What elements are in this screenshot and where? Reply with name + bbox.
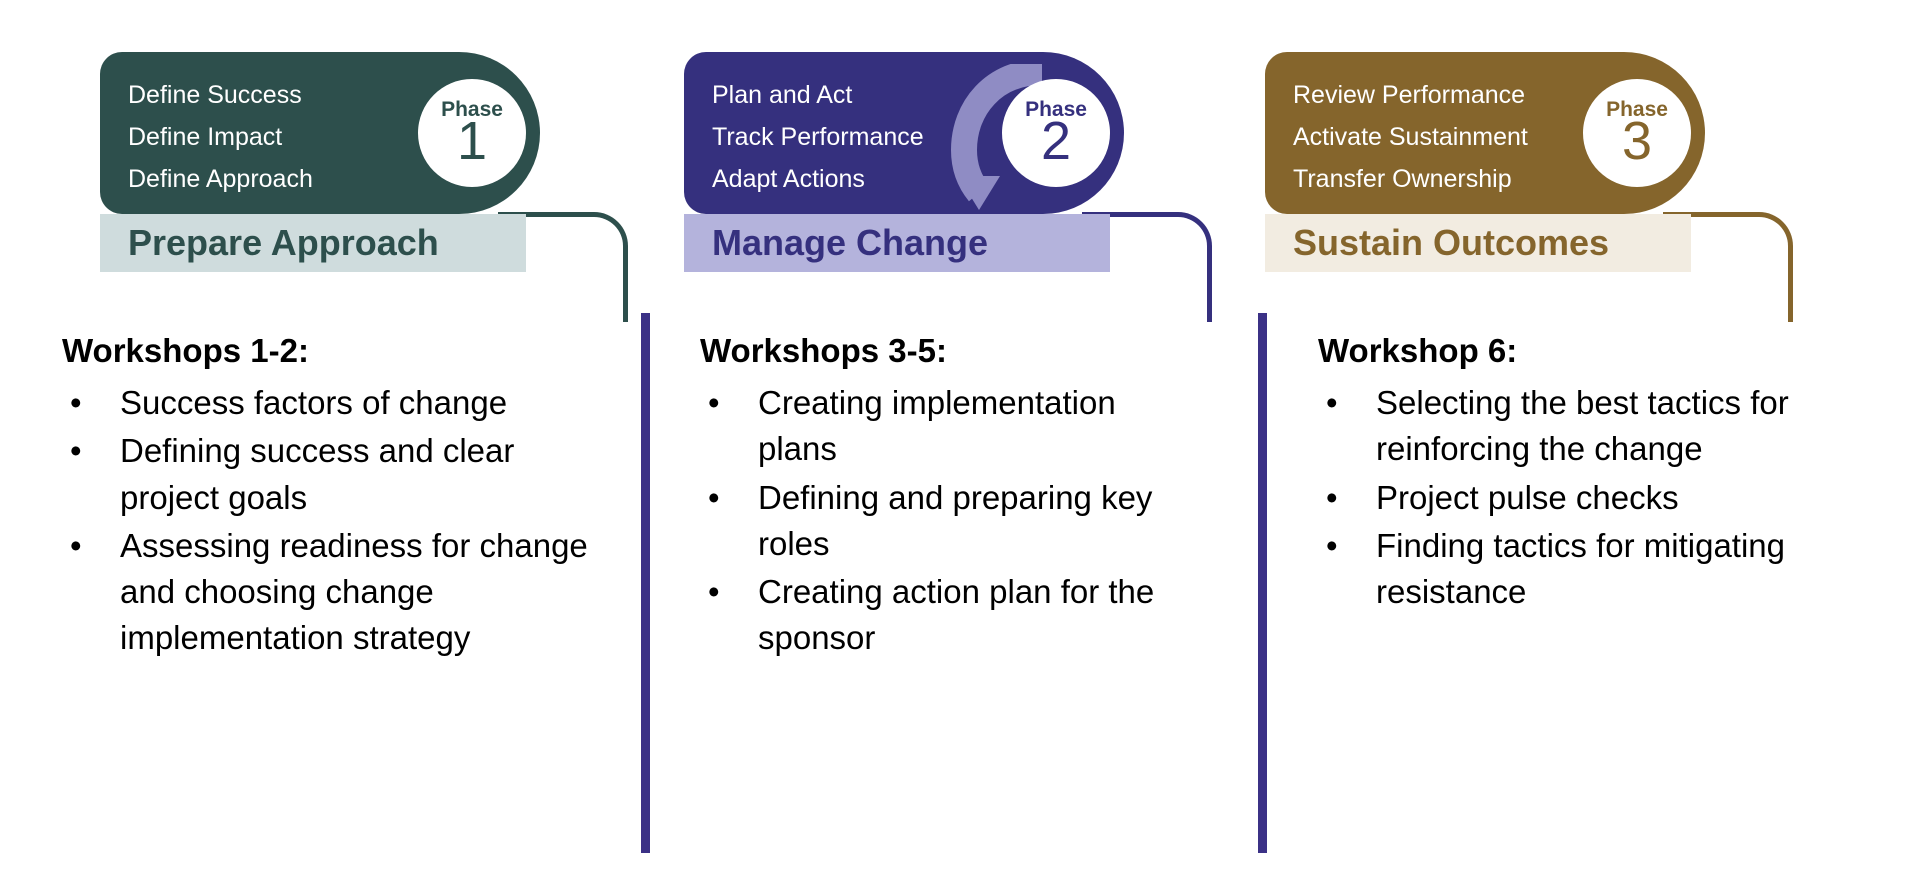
bullet-icon: • bbox=[70, 384, 82, 422]
phase-badge-label: Phase bbox=[441, 97, 503, 121]
workshop-bullet-list-2: • Creating implementation plans • Defining… bbox=[700, 380, 1170, 661]
workshop-bullet-list-1: • Success factors of change • Defining suc… bbox=[62, 380, 602, 661]
list-item: • Assessing readiness for change and choo… bbox=[62, 523, 602, 662]
phase-card-2[interactable]: Manage Change Plan and Act Track Perform… bbox=[684, 52, 1212, 322]
phase-connector-1 bbox=[498, 212, 628, 322]
bullet-icon: • bbox=[708, 384, 720, 422]
phase-title-1: Prepare Approach bbox=[128, 222, 439, 263]
list-item-text: Defining success and clear project goals bbox=[120, 432, 515, 516]
column-divider-2 bbox=[1258, 313, 1267, 853]
list-item: • Defining and preparing key roles bbox=[700, 475, 1170, 567]
phase-badge-3[interactable]: Phase 3 bbox=[1583, 79, 1691, 187]
list-item: • Finding tactics for mitigating resistan… bbox=[1318, 523, 1888, 615]
workshop-heading-3: Workshop 6: bbox=[1318, 332, 1518, 369]
phase-band-3: Sustain Outcomes bbox=[1265, 214, 1691, 272]
bullet-icon: • bbox=[708, 478, 720, 516]
phase-badge-number: 3 bbox=[1621, 110, 1653, 171]
list-item-text: Creating implementation plans bbox=[758, 384, 1116, 468]
column-divider-1 bbox=[641, 313, 650, 853]
phase-activity-item: Activate Sustainment bbox=[1293, 123, 1528, 151]
bullet-icon: • bbox=[70, 526, 82, 564]
phase-card-1[interactable]: Prepare Approach Define Success Define I… bbox=[100, 52, 628, 322]
list-item: • Project pulse checks bbox=[1318, 475, 1888, 521]
list-item-text: Creating action plan for the sponsor bbox=[758, 572, 1155, 657]
bullet-icon: • bbox=[1326, 384, 1338, 422]
workshop-column-1: Workshops 1-2: • Success factors of chang… bbox=[62, 330, 602, 663]
phase-header-row: Prepare Approach Define Success Define I… bbox=[0, 0, 1920, 322]
bullet-icon: • bbox=[1326, 478, 1338, 516]
workshop-heading-2: Workshops 3-5: bbox=[700, 332, 947, 369]
phase-activity-item: Plan and Act bbox=[712, 81, 853, 109]
phase-activity-item: Review Performance bbox=[1293, 81, 1526, 109]
list-item-text: Assessing readiness for change and choos… bbox=[120, 526, 588, 657]
workshop-column-3: Workshop 6: • Selecting the best tactics … bbox=[1318, 330, 1888, 617]
list-item-text: Project pulse checks bbox=[1376, 478, 1679, 516]
phase-badge-label: Phase bbox=[1606, 97, 1668, 121]
phase-connector-2 bbox=[1082, 212, 1212, 322]
phase-activity-item: Define Impact bbox=[128, 123, 283, 151]
list-item: • Creating implementation plans bbox=[700, 380, 1170, 472]
list-item: • Success factors of change bbox=[62, 380, 602, 426]
phase-activity-item: Adapt Actions bbox=[712, 165, 865, 193]
bullet-icon: • bbox=[708, 572, 720, 610]
list-item-text: Selecting the best tactics for reinforci… bbox=[1376, 384, 1789, 468]
phase-activity-list-1: Define Success Define Impact Define Appr… bbox=[128, 74, 313, 200]
phase-activity-item: Track Performance bbox=[712, 123, 924, 151]
phase-title-3: Sustain Outcomes bbox=[1293, 222, 1610, 263]
phase-connector-3 bbox=[1663, 212, 1793, 322]
phase-band-2: Manage Change bbox=[684, 214, 1110, 272]
phase-card-3[interactable]: Sustain Outcomes Review Performance Acti… bbox=[1265, 52, 1793, 322]
phase-badge-number: 2 bbox=[1040, 110, 1072, 171]
phase-band-1: Prepare Approach bbox=[100, 214, 526, 272]
bullet-icon: • bbox=[70, 432, 82, 470]
phase-activity-list-2: Plan and Act Track Performance Adapt Act… bbox=[712, 74, 924, 200]
list-item: • Selecting the best tactics for reinforc… bbox=[1318, 380, 1888, 472]
phase-badge-number: 1 bbox=[456, 110, 488, 171]
phase-activity-item: Transfer Ownership bbox=[1293, 165, 1512, 193]
bullet-icon: • bbox=[1326, 526, 1338, 564]
list-item-text: Defining and preparing key roles bbox=[758, 478, 1153, 562]
list-item: • Defining success and clear project goal… bbox=[62, 428, 602, 520]
phase-activity-item: Define Success bbox=[128, 81, 302, 109]
workshop-column-2: Workshops 3-5: • Creating implementation … bbox=[700, 330, 1170, 663]
phase-title-2: Manage Change bbox=[712, 222, 989, 263]
phase-activity-list-3: Review Performance Activate Sustainment … bbox=[1293, 74, 1528, 200]
phase-activity-item: Define Approach bbox=[128, 165, 313, 193]
workshop-heading-1: Workshops 1-2: bbox=[62, 332, 309, 369]
list-item-text: Success factors of change bbox=[120, 384, 508, 422]
phase-badge-2[interactable]: Phase 2 bbox=[1002, 79, 1110, 187]
workshop-bullet-list-3: • Selecting the best tactics for reinforc… bbox=[1318, 380, 1888, 615]
phase-badge-1[interactable]: Phase 1 bbox=[418, 79, 526, 187]
list-item: • Creating action plan for the sponsor bbox=[700, 569, 1170, 661]
list-item-text: Finding tactics for mitigating resistanc… bbox=[1376, 526, 1786, 610]
